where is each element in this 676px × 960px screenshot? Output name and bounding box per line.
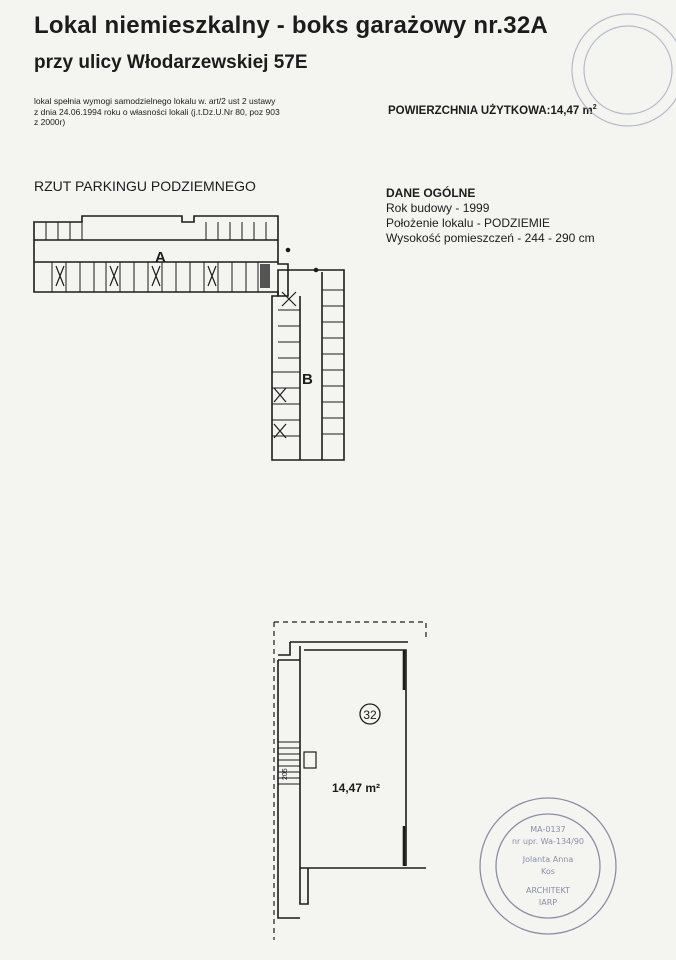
usable-area-value: 14,47 m	[550, 104, 593, 117]
seal-top-right	[571, 13, 676, 127]
legal-line-3: z 2000r)	[34, 117, 66, 127]
usable-area-unit: 2	[592, 104, 597, 111]
highlighted-box-32	[260, 264, 270, 288]
unit-area: 14,47 m²	[332, 781, 380, 795]
stamp-line-5: ARCHITEKT	[526, 886, 570, 895]
stamp-line-6: IARP	[539, 898, 557, 907]
stamp-line-3: Jolanta Anna	[522, 855, 574, 864]
document-title: Lokal niemieszkalny - boks garażowy nr.3…	[34, 12, 548, 39]
unit-number: 32	[363, 708, 377, 722]
year-built: Rok budowy - 1999	[386, 201, 490, 215]
usable-area-label: POWIERZCHNIA UŻYTKOWA:	[388, 104, 551, 117]
architect-stamp: MA-0137 nr upr. Wa-134/90 Jolanta Anna K…	[479, 797, 617, 935]
room-height: Wysokość pomieszczeń - 244 - 290 cm	[386, 231, 595, 245]
unit-plan	[273, 621, 427, 940]
legal-note: lokal spełnia wymogi samodzielnego lokal…	[34, 96, 374, 128]
stamp-line-2: nr upr. Wa-134/90	[512, 837, 584, 846]
legal-line-2: z dnia 24.06.1994 roku o własności lokal…	[34, 106, 280, 117]
general-info: DANE OGÓLNE Rok budowy - 1999 Położenie …	[386, 186, 595, 246]
address-subtitle: przy ulicy Włodarzewskiej 57E	[34, 52, 308, 73]
stamp-line-1: MA-0137	[530, 825, 565, 834]
parking-plan-heading: RZUT PARKINGU PODZIEMNEGO	[34, 178, 256, 194]
usable-area: POWIERZCHNIA UŻYTKOWA:14,47 m2	[388, 104, 597, 117]
stamp-line-4: Kos	[541, 867, 555, 876]
legal-line-1: lokal spełnia wymogi samodzielnego lokal…	[34, 96, 276, 106]
zone-a-label: A	[155, 249, 166, 266]
general-info-heading: DANE OGÓLNE	[386, 186, 476, 200]
unit-location: Położenie lokalu - PODZIEMIE	[386, 216, 551, 230]
zone-b-label: B	[302, 371, 313, 388]
side-dimension: 205	[282, 768, 289, 780]
parking-plan	[33, 215, 345, 461]
